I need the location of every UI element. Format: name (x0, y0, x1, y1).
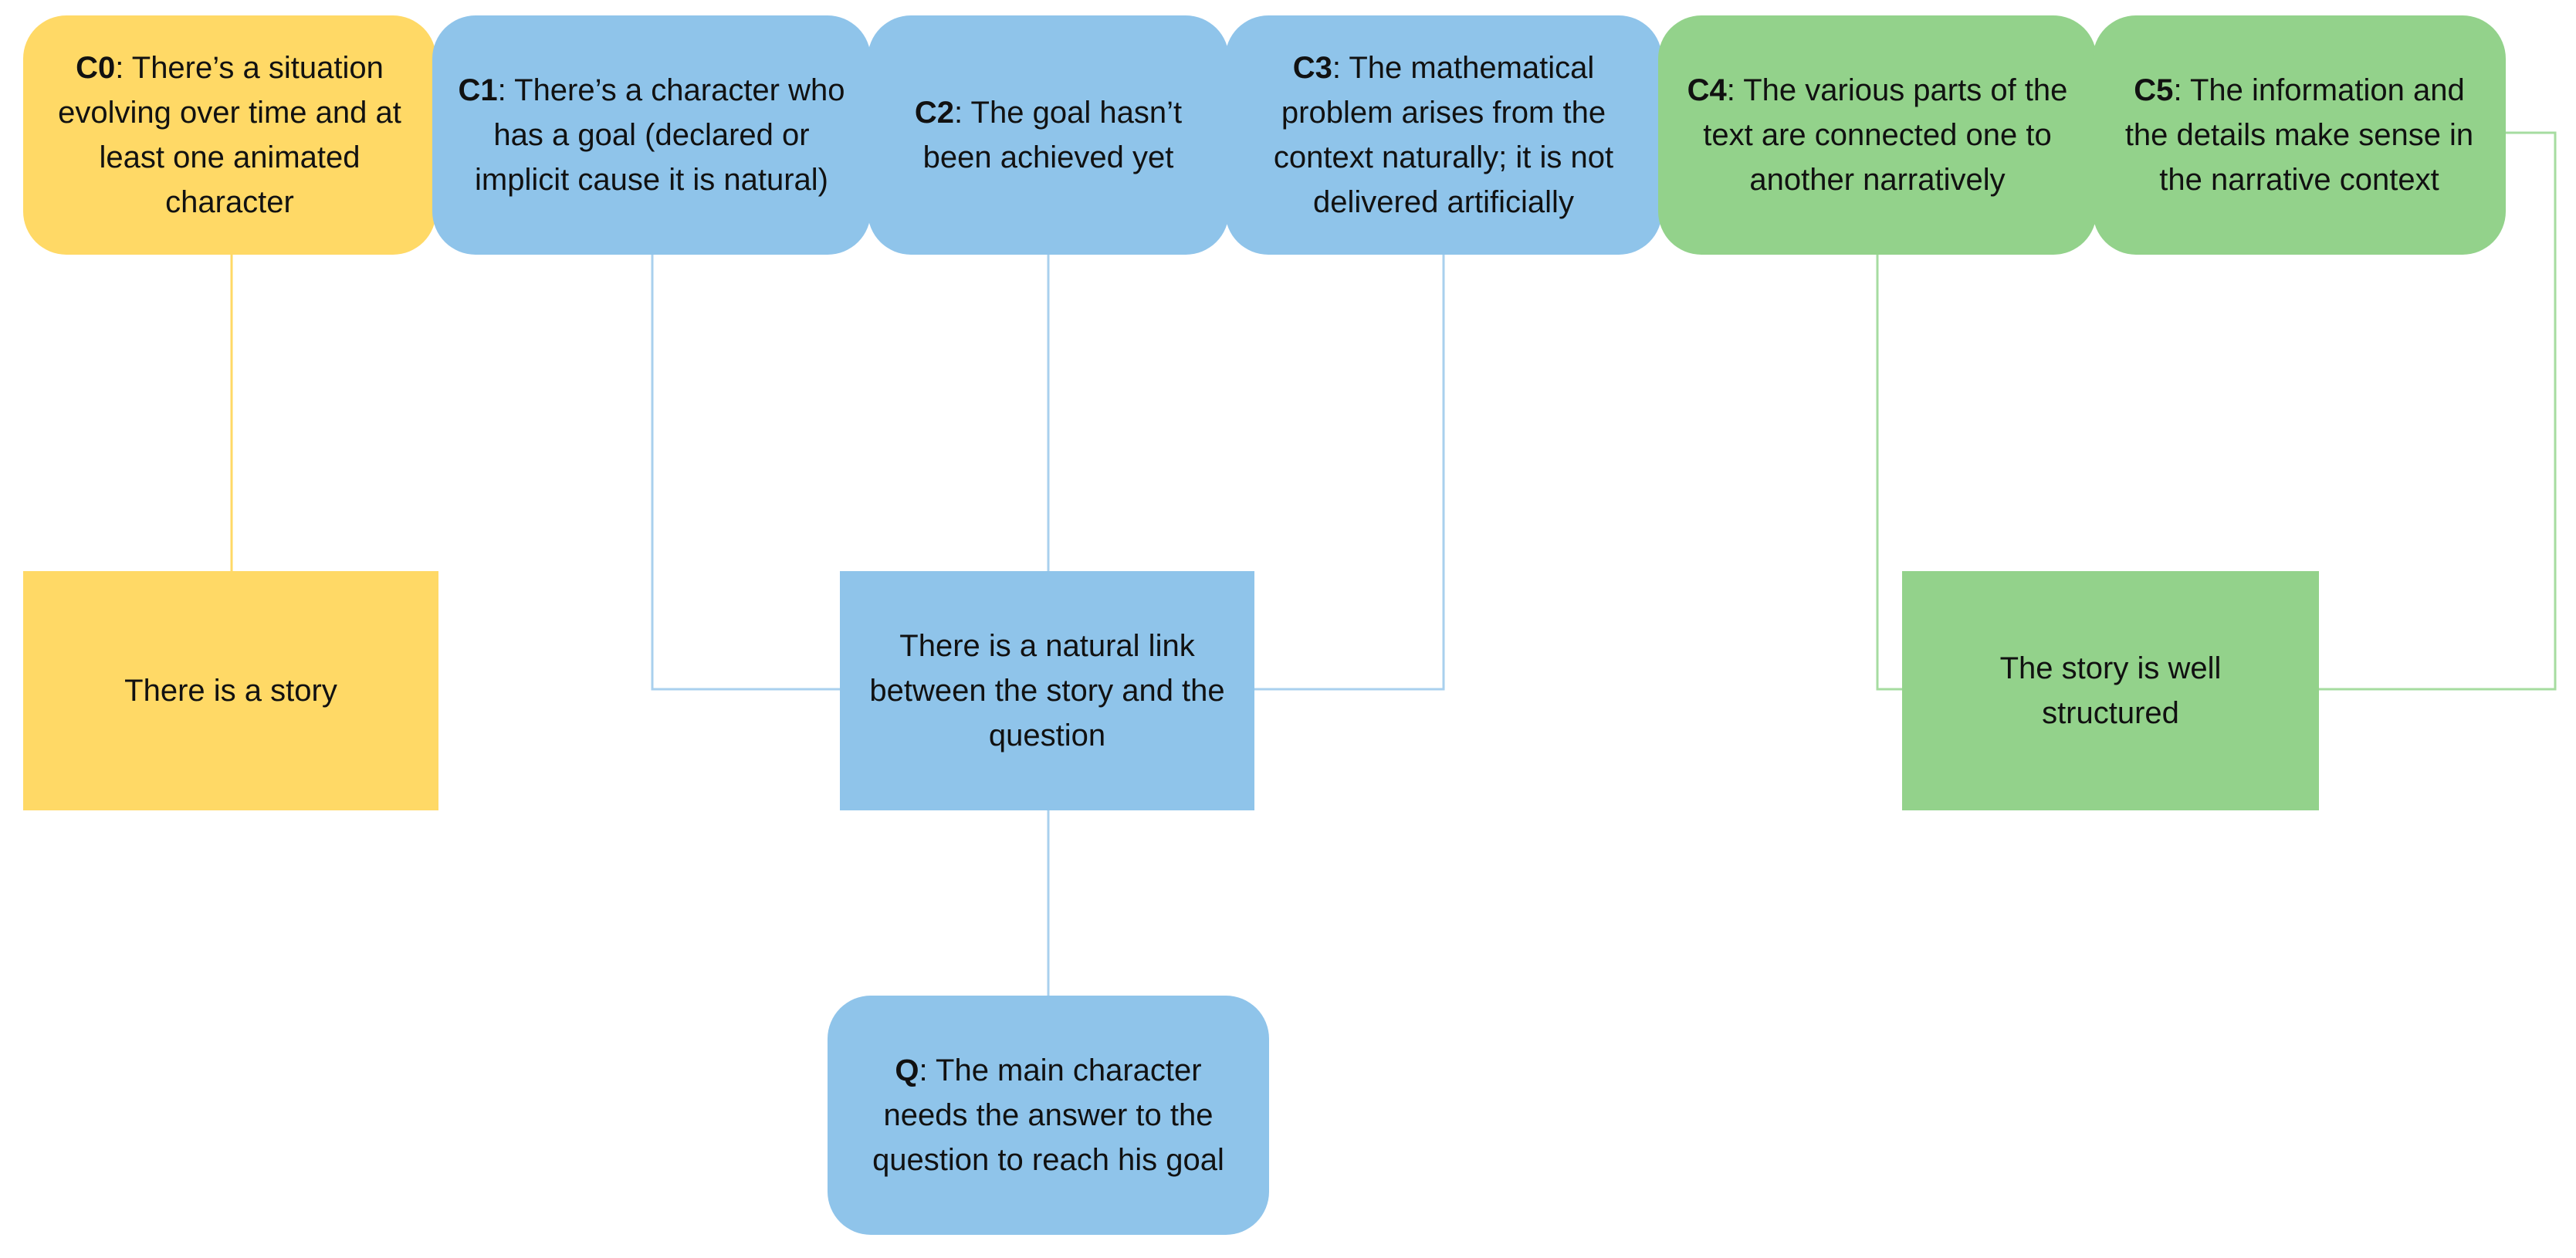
criterion-c1-text: C1: There’s a character who has a goal (… (449, 68, 854, 202)
criterion-c2-code: C2 (914, 96, 955, 130)
criterion-c3-description: : The mathematical problem arises from t… (1273, 51, 1614, 219)
connector-c5-structure (2319, 131, 2557, 691)
outcome-natural-link-text: There is a natural link between the stor… (869, 629, 1225, 752)
question-text: Q: The main character needs the answer t… (854, 1048, 1243, 1182)
criterion-c2-text: C2: The goal hasn’t been achieved yet (885, 90, 1212, 180)
question-description: : The main character needs the answer to… (872, 1053, 1224, 1177)
criterion-c3-text: C3: The mathematical problem arises from… (1242, 46, 1645, 225)
criterion-c1-code: C1 (458, 73, 498, 107)
connector-c3-link (1254, 255, 1445, 691)
outcome-story-text: There is a story (124, 674, 337, 708)
criterion-c4-text: C4: The various parts of the text are co… (1686, 68, 2069, 202)
criterion-c5-code: C5 (2134, 73, 2174, 107)
criterion-c0-box: C0: There’s a situation evolving over ti… (23, 15, 436, 255)
outcome-well-structured-text: The story is well structured (1999, 651, 2222, 730)
connector-c4-structure (1876, 255, 1902, 691)
criterion-c4-description: : The various parts of the text are conn… (1703, 73, 2068, 197)
outcome-well-structured-box: The story is well structured (1902, 571, 2319, 810)
criterion-c0-code: C0 (76, 51, 116, 85)
criterion-c2-box: C2: The goal hasn’t been achieved yet (868, 15, 1229, 255)
criterion-c4-box: C4: The various parts of the text are co… (1658, 15, 2097, 255)
criterion-c3-box: C3: The mathematical problem arises from… (1225, 15, 1662, 255)
criterion-c5-description: : The information and the details make s… (2124, 73, 2474, 197)
criterion-c0-text: C0: There’s a situation evolving over ti… (40, 46, 419, 225)
criterion-c4-code: C4 (1687, 73, 1727, 107)
criterion-c1-description: : There’s a character who has a goal (de… (475, 73, 845, 197)
criterion-c0-description: : There’s a situation evolving over time… (58, 51, 401, 219)
outcome-natural-link-box: There is a natural link between the stor… (840, 571, 1254, 810)
question-box: Q: The main character needs the answer t… (828, 996, 1269, 1235)
connector-c1-link (651, 255, 840, 691)
criterion-c5-box: C5: The information and the details make… (2093, 15, 2506, 255)
criterion-c2-description: : The goal hasn’t been achieved yet (922, 96, 1183, 174)
criterion-c5-text: C5: The information and the details make… (2121, 68, 2478, 202)
outcome-story-box: There is a story (23, 571, 438, 810)
criterion-c3-code: C3 (1292, 51, 1332, 85)
question-code: Q (895, 1053, 919, 1087)
criterion-c1-box: C1: There’s a character who has a goal (… (432, 15, 871, 255)
